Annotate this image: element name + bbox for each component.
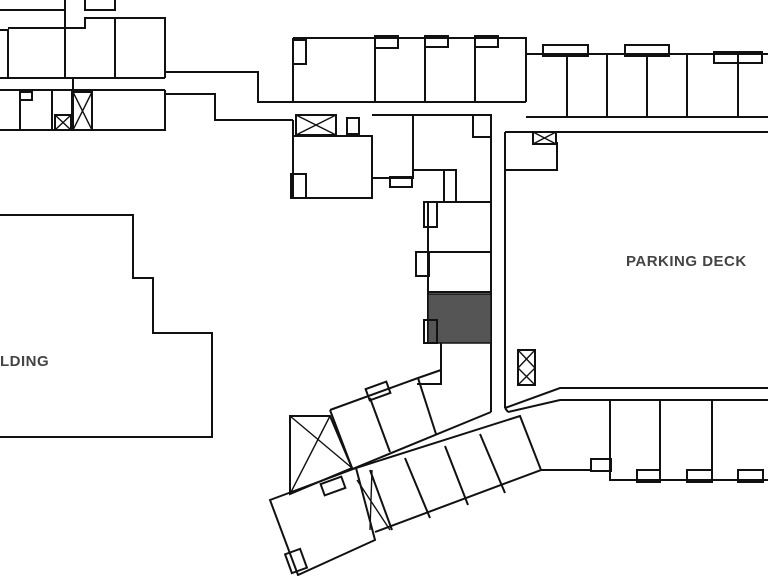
left-building [0,214,213,438]
top-left-wing [0,0,166,131]
parking-deck [504,131,768,409]
highlighted-unit[interactable] [427,293,492,344]
top-center-rooms [292,35,527,102]
angled-wing [268,369,543,576]
parking-deck-label: PARKING DECK [626,253,747,270]
bottom-right-wing [507,399,768,483]
connector-corridor [165,71,526,121]
building-label: LDING [0,353,50,370]
central-block [290,114,492,412]
top-right-wing [526,44,768,118]
